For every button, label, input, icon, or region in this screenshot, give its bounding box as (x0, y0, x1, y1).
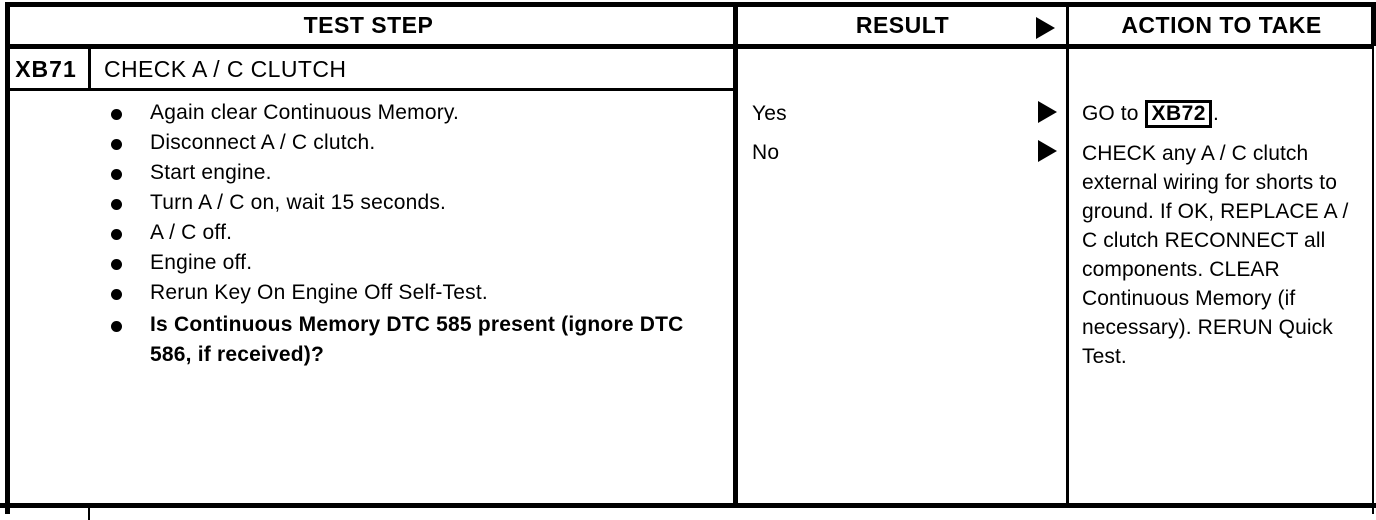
triangle-right-icon (1038, 101, 1057, 123)
step-reference-link[interactable]: XB72 (1145, 100, 1212, 128)
action-prefix-label: GO to (1082, 102, 1145, 125)
column-header-result: RESULT (855, 11, 950, 38)
header-bottom-border (5, 44, 1374, 49)
next-row-top-border (0, 514, 1376, 515)
list-item-label: Disconnect A / C clutch. (150, 131, 376, 154)
column-header-action-to-take: ACTION TO TAKE (1121, 11, 1322, 38)
list-item-label: Again clear Continuous Memory. (150, 101, 460, 124)
header-right-border (1371, 2, 1376, 46)
test-step-list: Again clear Continuous Memory. Disconnec… (106, 98, 721, 370)
bullet-icon (111, 109, 122, 120)
triangle-right-icon (1038, 140, 1057, 162)
list-item: Start engine. (106, 158, 721, 188)
action-suffix-label: . (1212, 102, 1219, 125)
table-right-border (1372, 44, 1374, 514)
bullet-icon (111, 199, 122, 210)
list-item-label: Engine off. (150, 251, 253, 274)
list-item-label: Rerun Key On Engine Off Self-Test. (150, 281, 488, 304)
step-id-badge: XB71 (15, 55, 77, 82)
bullet-icon (111, 169, 122, 180)
list-item-label: Is Continuous Memory DTC 585 present (ig… (150, 313, 684, 366)
list-item: Again clear Continuous Memory. (106, 98, 721, 128)
bullet-icon (111, 229, 122, 240)
list-item-label: Turn A / C on, wait 15 seconds. (150, 191, 447, 214)
list-item-label: Start engine. (150, 161, 272, 184)
bullet-icon (111, 289, 122, 300)
test-step-result-divider (733, 2, 738, 506)
list-item: A / C off. (106, 218, 721, 248)
table-left-border (5, 2, 10, 514)
list-item-question: Is Continuous Memory DTC 585 present (ig… (106, 310, 721, 370)
bullet-icon (111, 321, 122, 332)
step-row-bottom-border (5, 88, 735, 91)
action-no: CHECK any A / C clutch external wiring f… (1082, 142, 1349, 368)
triangle-right-icon (1036, 17, 1055, 39)
result-action-divider (1066, 2, 1069, 506)
column-header-test-step: TEST STEP (303, 11, 434, 38)
step-id-divider-next (88, 506, 90, 520)
result-value-no: No (752, 141, 780, 164)
table-bottom-border (0, 503, 1376, 508)
step-title: CHECK A / C CLUTCH (104, 55, 347, 82)
step-id-divider (88, 44, 91, 90)
action-yes: GO to XB72. (1082, 99, 1368, 128)
table-top-border (5, 2, 1374, 7)
result-value-yes: Yes (752, 102, 787, 125)
list-item: Turn A / C on, wait 15 seconds. (106, 188, 721, 218)
list-item: Rerun Key On Engine Off Self-Test. (106, 278, 721, 308)
bullet-icon (111, 139, 122, 150)
list-item-label: A / C off. (150, 221, 233, 244)
list-item: Engine off. (106, 248, 721, 278)
list-item: Disconnect A / C clutch. (106, 128, 721, 158)
bullet-icon (111, 259, 122, 270)
